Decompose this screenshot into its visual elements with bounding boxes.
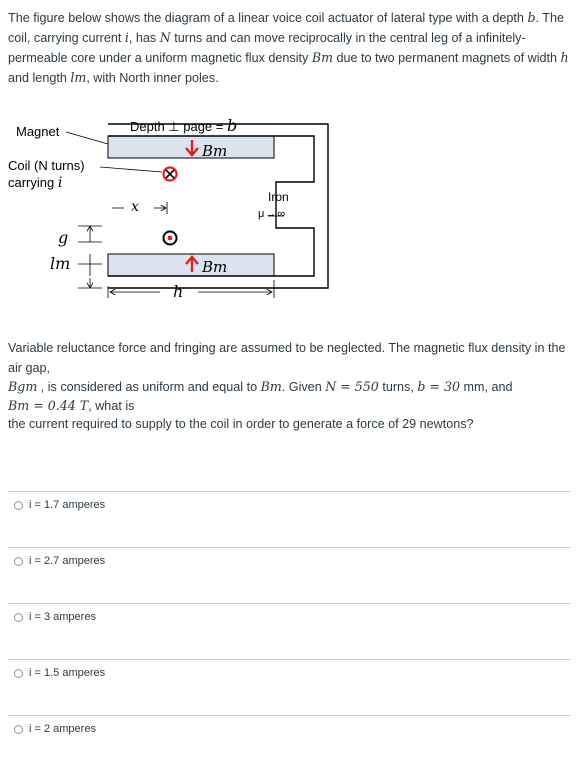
iron-label: Iron (268, 190, 289, 204)
question-prompt: the current required to supply to the co… (8, 417, 474, 431)
g-label: g (58, 228, 69, 247)
magnet-label: Magnet (16, 124, 60, 139)
question-bm: Bm = 0.44 T, what is (8, 398, 135, 413)
option-divider (8, 715, 570, 716)
option-4[interactable]: i = 1.5 amperes (14, 667, 105, 679)
radio-button[interactable] (14, 612, 23, 622)
option-5[interactable]: i = 2 amperes (14, 723, 96, 735)
answer-option-2: i = 2.7 amperes (8, 547, 570, 603)
actuator-diagram: Magnet Coil (N turns) carrying i Depth ⊥… (0, 92, 360, 312)
coil-label: Coil (N turns) (8, 158, 85, 173)
iron-core-inner (108, 135, 315, 277)
answer-option-4: i = 1.5 amperes (8, 659, 570, 715)
mu-label: μ→∞ (258, 208, 287, 220)
h-label: h (173, 282, 184, 301)
option-divider (8, 603, 570, 604)
question-assumption: Variable reluctance force and fringing a… (8, 341, 566, 375)
iron-core-outer (108, 123, 329, 289)
depth-label: Depth ⊥ page = b (130, 116, 238, 135)
radio-button[interactable] (14, 500, 23, 510)
option-2[interactable]: i = 2.7 amperes (14, 555, 105, 567)
question-given: Bgm , is considered as uniform and equal… (8, 379, 513, 394)
bm-top-label: Bm (202, 142, 228, 160)
option-3[interactable]: i = 3 amperes (14, 611, 96, 623)
radio-button[interactable] (14, 556, 23, 566)
option-divider (8, 547, 570, 548)
option-divider (8, 491, 570, 492)
actuator-drawing (65, 123, 329, 298)
answer-option-5: i = 2 amperes (8, 715, 570, 771)
option-divider (8, 659, 570, 660)
answer-option-3: i = 3 amperes (8, 603, 570, 659)
x-label: x (131, 199, 139, 215)
bm-bottom-label: Bm (202, 258, 228, 276)
radio-button[interactable] (14, 668, 23, 678)
coil-carrying-label: carrying i (8, 175, 63, 191)
radio-button[interactable] (14, 724, 23, 734)
option-1[interactable]: i = 1.7 amperes (14, 499, 105, 511)
question-intro: The figure below shows the diagram of a … (8, 10, 569, 85)
answer-option-1: i = 1.7 amperes (8, 491, 570, 547)
lm-label: lm (50, 254, 71, 273)
